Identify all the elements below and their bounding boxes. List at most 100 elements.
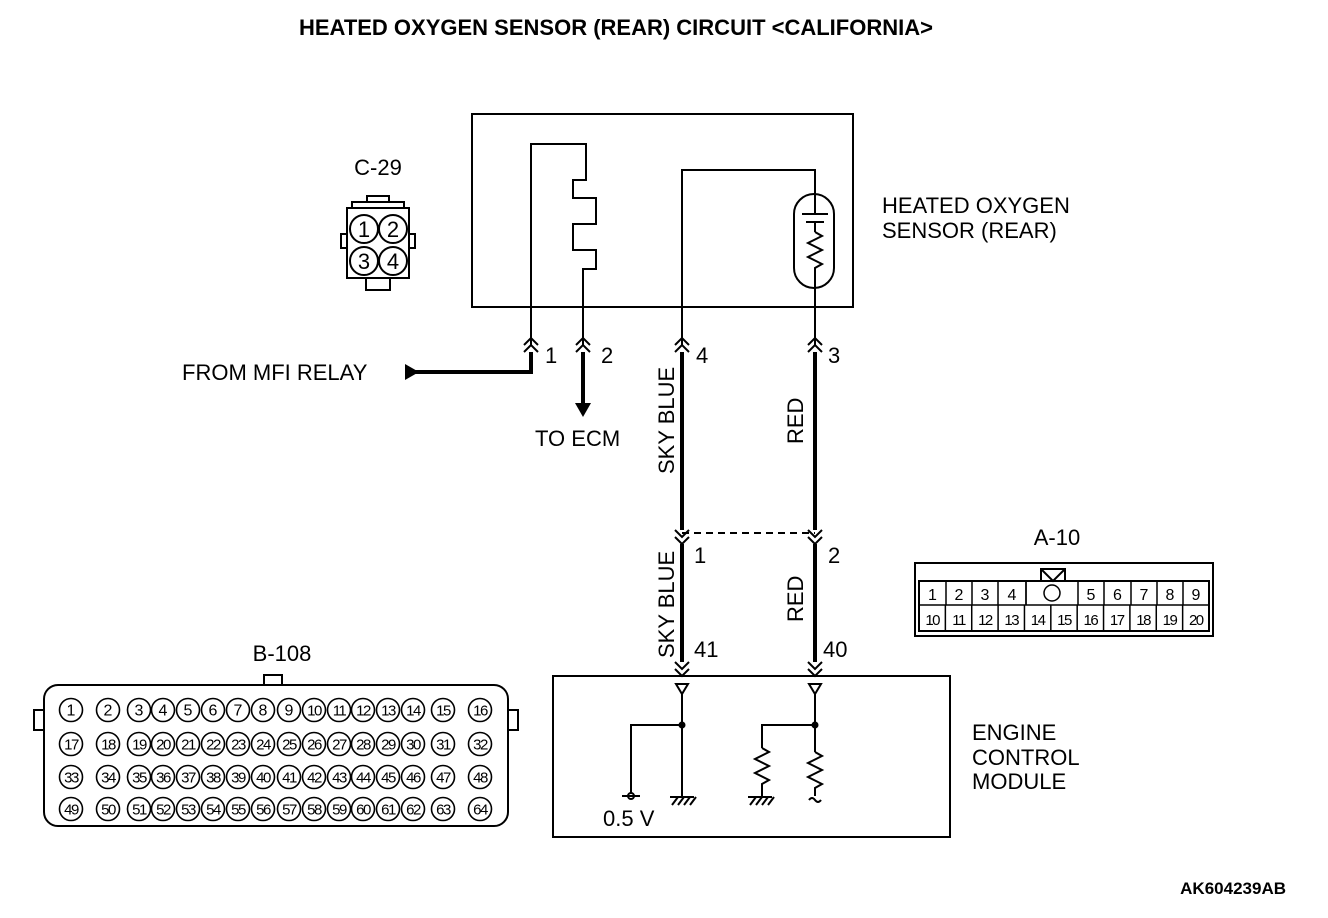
b108-pin-label: 9	[285, 703, 294, 720]
a10-pin-label: 12	[978, 612, 993, 629]
b108-pin	[430, 697, 456, 723]
b108-pin	[350, 731, 376, 757]
b108-pin-label: 32	[473, 737, 488, 754]
b108-pin	[400, 796, 426, 822]
junction-pin-2: 2	[828, 543, 840, 568]
b108-pin	[150, 764, 176, 790]
b108-pin-label: 48	[473, 770, 488, 787]
ecm-pin-41: 41	[694, 637, 718, 662]
b108-pin-label: 60	[356, 802, 371, 819]
a10-pin-label: 5	[1087, 587, 1096, 604]
b108-pin	[250, 731, 276, 757]
b108-pin-label: 24	[256, 737, 271, 754]
b108-pin-label: 6	[209, 703, 218, 720]
b108-pin-label: 58	[307, 802, 322, 819]
b108-pin-label: 12	[356, 703, 371, 720]
b108-pin-label: 41	[282, 770, 297, 787]
b108-pin	[200, 764, 226, 790]
b108-pin-label: 51	[132, 802, 147, 819]
ecm-pin-40: 40	[823, 637, 847, 662]
b108-pin-label: 43	[332, 770, 347, 787]
from-mfi-relay-label: FROM MFI RELAY	[182, 360, 368, 385]
b108-pin	[150, 697, 176, 723]
b108-pin	[326, 764, 352, 790]
b108-pin-label: 25	[282, 737, 297, 754]
b108-pin	[225, 731, 251, 757]
b108-pin-label: 33	[64, 770, 79, 787]
sensor-pin-2: 2	[601, 343, 613, 368]
b108-pin	[350, 697, 376, 723]
ecm-label-line2: CONTROL	[972, 745, 1080, 770]
a10-pin-label: 9	[1192, 587, 1201, 604]
sensor-label-line1: HEATED OXYGEN	[882, 193, 1070, 218]
a10-pin-label: 19	[1163, 612, 1178, 629]
a10-pin-label: 15	[1057, 612, 1072, 629]
b108-pin-label: 11	[333, 703, 347, 720]
b108-pin	[250, 796, 276, 822]
sensor-pin-1: 1	[545, 343, 557, 368]
b108-pin	[276, 697, 302, 723]
b108-pin	[200, 731, 226, 757]
b108-pin-label: 42	[307, 770, 322, 787]
sensor-pin-4: 4	[696, 343, 708, 368]
sensor-pin-3: 3	[828, 343, 840, 368]
b108-pin-label: 61	[381, 802, 396, 819]
b108-pin	[126, 764, 152, 790]
b108-pin	[467, 697, 493, 723]
a10-pin-label: 13	[1004, 612, 1019, 629]
b108-pin-label: 62	[406, 802, 421, 819]
b108-pin-label: 39	[231, 770, 246, 787]
b108-pin-label: 47	[436, 770, 451, 787]
b108-pin-label: 37	[181, 770, 196, 787]
b108-pin	[150, 731, 176, 757]
b108-pin-label: 10	[307, 703, 322, 720]
wire-color-sky-blue-lower: SKY BLUE	[654, 551, 679, 658]
b108-pin	[58, 731, 84, 757]
b108-pin-label: 3	[135, 703, 144, 720]
b108-pin	[250, 697, 276, 723]
a10-pin-label: 8	[1166, 587, 1175, 604]
b108-pin-label: 52	[156, 802, 171, 819]
b108-pin	[350, 796, 376, 822]
b108-pin	[58, 764, 84, 790]
b108-pin-label: 17	[64, 737, 79, 754]
a10-pin-label: 17	[1110, 612, 1125, 629]
b108-pin-label: 63	[436, 802, 451, 819]
b108-pin-label: 54	[206, 802, 221, 819]
b108-pin-label: 34	[101, 770, 116, 787]
a10-pin-label: 14	[1031, 612, 1046, 629]
b108-pin-label: 31	[436, 737, 451, 754]
b108-pin-label: 14	[406, 703, 421, 720]
b108-pin	[95, 697, 121, 723]
b108-pin	[276, 796, 302, 822]
b108-pin	[175, 764, 201, 790]
b108-pin-label: 49	[64, 802, 79, 819]
b108-pin	[58, 796, 84, 822]
a10-pin-label: 7	[1140, 587, 1149, 604]
b108-pin	[301, 731, 327, 757]
b108-pin-label: 45	[381, 770, 396, 787]
b108-pin-label: 36	[156, 770, 171, 787]
b108-pin-label: 64	[473, 802, 488, 819]
b108-pin	[95, 764, 121, 790]
ecm-label-line3: MODULE	[972, 769, 1066, 794]
b108-pin-label: 28	[356, 737, 371, 754]
ecm-label-line1: ENGINE	[972, 720, 1056, 745]
b108-pin	[400, 731, 426, 757]
b108-pin	[126, 697, 152, 723]
b108-pin	[150, 796, 176, 822]
wire-color-red-upper: RED	[783, 398, 808, 444]
b108-pin	[375, 697, 401, 723]
a10-pin-label: 11	[952, 612, 966, 629]
b108-pin-label: 16	[473, 703, 488, 720]
b108-pin-label: 38	[206, 770, 221, 787]
b108-pin	[350, 764, 376, 790]
b108-pin	[95, 731, 121, 757]
a10-pin-label: 16	[1084, 612, 1099, 629]
a10-pin-label: 18	[1136, 612, 1151, 629]
b108-pin	[430, 764, 456, 790]
engine-control-module: 0.5 V ENGINE CONTROL MODULE	[552, 675, 1080, 838]
